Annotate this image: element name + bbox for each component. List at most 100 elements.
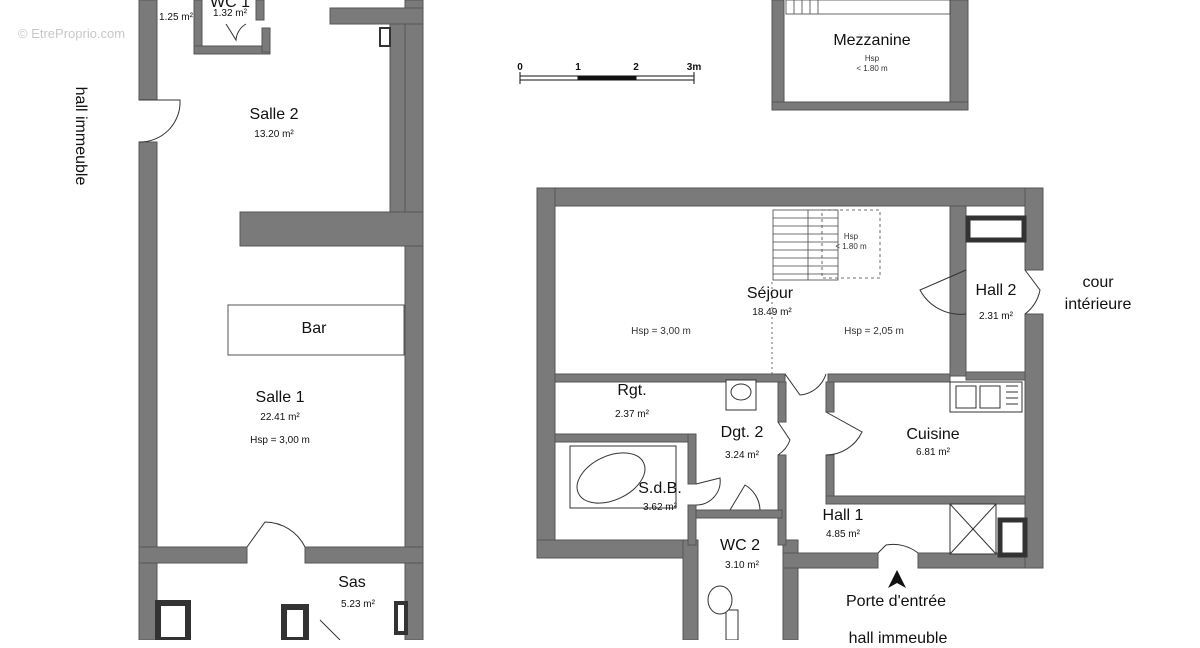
wall [949, 205, 967, 377]
sejour-area: 18.49 m² [752, 307, 792, 318]
hall-immeuble-bottom-label: hall immeuble [848, 630, 948, 647]
hall-immeuble-left-label: hall immeuble [72, 86, 89, 186]
wall [771, 101, 969, 111]
small-room-area: 1.25 m² [159, 12, 193, 23]
wall [682, 539, 699, 640]
porte-entree-label: Porte d'entrée [845, 593, 947, 610]
wall [329, 7, 424, 25]
closet-icon [949, 503, 997, 555]
sejour-hsp-left: Hsp = 3,00 m [631, 326, 691, 337]
wc1-label: WC 1 [210, 0, 250, 11]
wall [782, 552, 879, 569]
wall [825, 495, 1026, 505]
kitchen-sink-icon [949, 381, 1023, 413]
wall [965, 215, 1027, 243]
door [319, 619, 341, 640]
furniture [155, 600, 191, 640]
wc1-area: 1.32 m² [213, 8, 247, 19]
hall1-area: 4.85 m² [826, 529, 860, 540]
wall [997, 517, 1028, 558]
wall [304, 546, 424, 564]
door [246, 521, 306, 548]
door [784, 373, 827, 396]
wall [771, 0, 785, 109]
scale-tick: 1 [575, 62, 581, 73]
wall [687, 433, 697, 485]
entrance-arrow-icon [888, 570, 906, 588]
rgt-area: 2.37 m² [615, 409, 649, 420]
sejour-label: Séjour [746, 285, 794, 302]
walls [138, 0, 1044, 640]
door [777, 421, 791, 456]
door [729, 484, 761, 511]
door [138, 99, 181, 143]
salle2-area: 13.20 m² [254, 129, 294, 140]
rgt-label: Rgt. [617, 382, 647, 399]
bar-label: Bar [301, 320, 327, 337]
wall [138, 141, 158, 640]
column [379, 27, 391, 47]
sejour-stairs [771, 209, 881, 374]
mezzanine-stairs [785, 0, 951, 15]
toilet-icon [707, 585, 739, 640]
salle2-label: Salle 2 [249, 106, 299, 123]
cuisine-label: Cuisine [906, 426, 960, 443]
sdb-label: S.d.B. [638, 480, 682, 497]
cour-label-line1: cour [1082, 274, 1114, 291]
wall [827, 373, 951, 383]
wall [695, 509, 783, 519]
sdb-area: 3.62 m² [643, 502, 677, 513]
scale-tick: 0 [517, 62, 523, 73]
hall2-area: 2.31 m² [979, 311, 1013, 322]
salle1-area: 22.41 m² [260, 412, 300, 423]
furniture [394, 601, 408, 635]
wall [554, 373, 786, 383]
wall [239, 211, 424, 247]
bathtub-icon [569, 445, 677, 509]
door [695, 477, 721, 506]
door [825, 411, 863, 456]
wall [777, 381, 787, 423]
wall [193, 0, 203, 53]
stair-hsp-label: Hsp [843, 232, 859, 241]
wall [138, 0, 158, 101]
wall [261, 27, 271, 53]
door [1024, 269, 1041, 315]
hall1-label: Hall 1 [822, 507, 864, 524]
sink-icon [725, 379, 757, 411]
wall [404, 0, 424, 640]
sas-area: 5.23 m² [341, 599, 375, 610]
doors [138, 23, 1041, 640]
cuisine-area: 6.81 m² [916, 447, 950, 458]
wc2-label: WC 2 [720, 537, 760, 554]
wall [1024, 187, 1044, 271]
wall [949, 0, 969, 111]
stair-hsp-value: < 1.80 m [835, 242, 867, 251]
wall [777, 454, 787, 546]
bar-counter [227, 304, 405, 356]
mezzanine-label: Mezzanine [833, 32, 911, 49]
wc2-area: 3.10 m² [725, 560, 759, 571]
salle1-hsp: Hsp = 3,00 m [250, 435, 310, 446]
watermark: © EtreProprio.com [18, 26, 126, 41]
scale-tick: 2 [633, 62, 639, 73]
hall2-label: Hall 2 [975, 282, 1017, 299]
mezzanine-hsp-label: Hsp [864, 54, 880, 63]
wall [536, 187, 556, 559]
sas-label: Sas [338, 574, 366, 591]
furniture [281, 604, 309, 640]
wall [1024, 313, 1044, 569]
wall [536, 539, 684, 559]
wall [536, 187, 1044, 207]
dgt2-area: 3.24 m² [725, 450, 759, 461]
wall [193, 45, 271, 55]
mezzanine-hsp-value: < 1.80 m [856, 64, 888, 73]
cour-label-line2: intérieure [1064, 296, 1132, 313]
wall [389, 23, 406, 213]
door [225, 23, 247, 42]
wall [138, 546, 248, 564]
wall [965, 371, 1026, 381]
wall [255, 0, 265, 21]
dgt2-label: Dgt. 2 [720, 424, 764, 441]
